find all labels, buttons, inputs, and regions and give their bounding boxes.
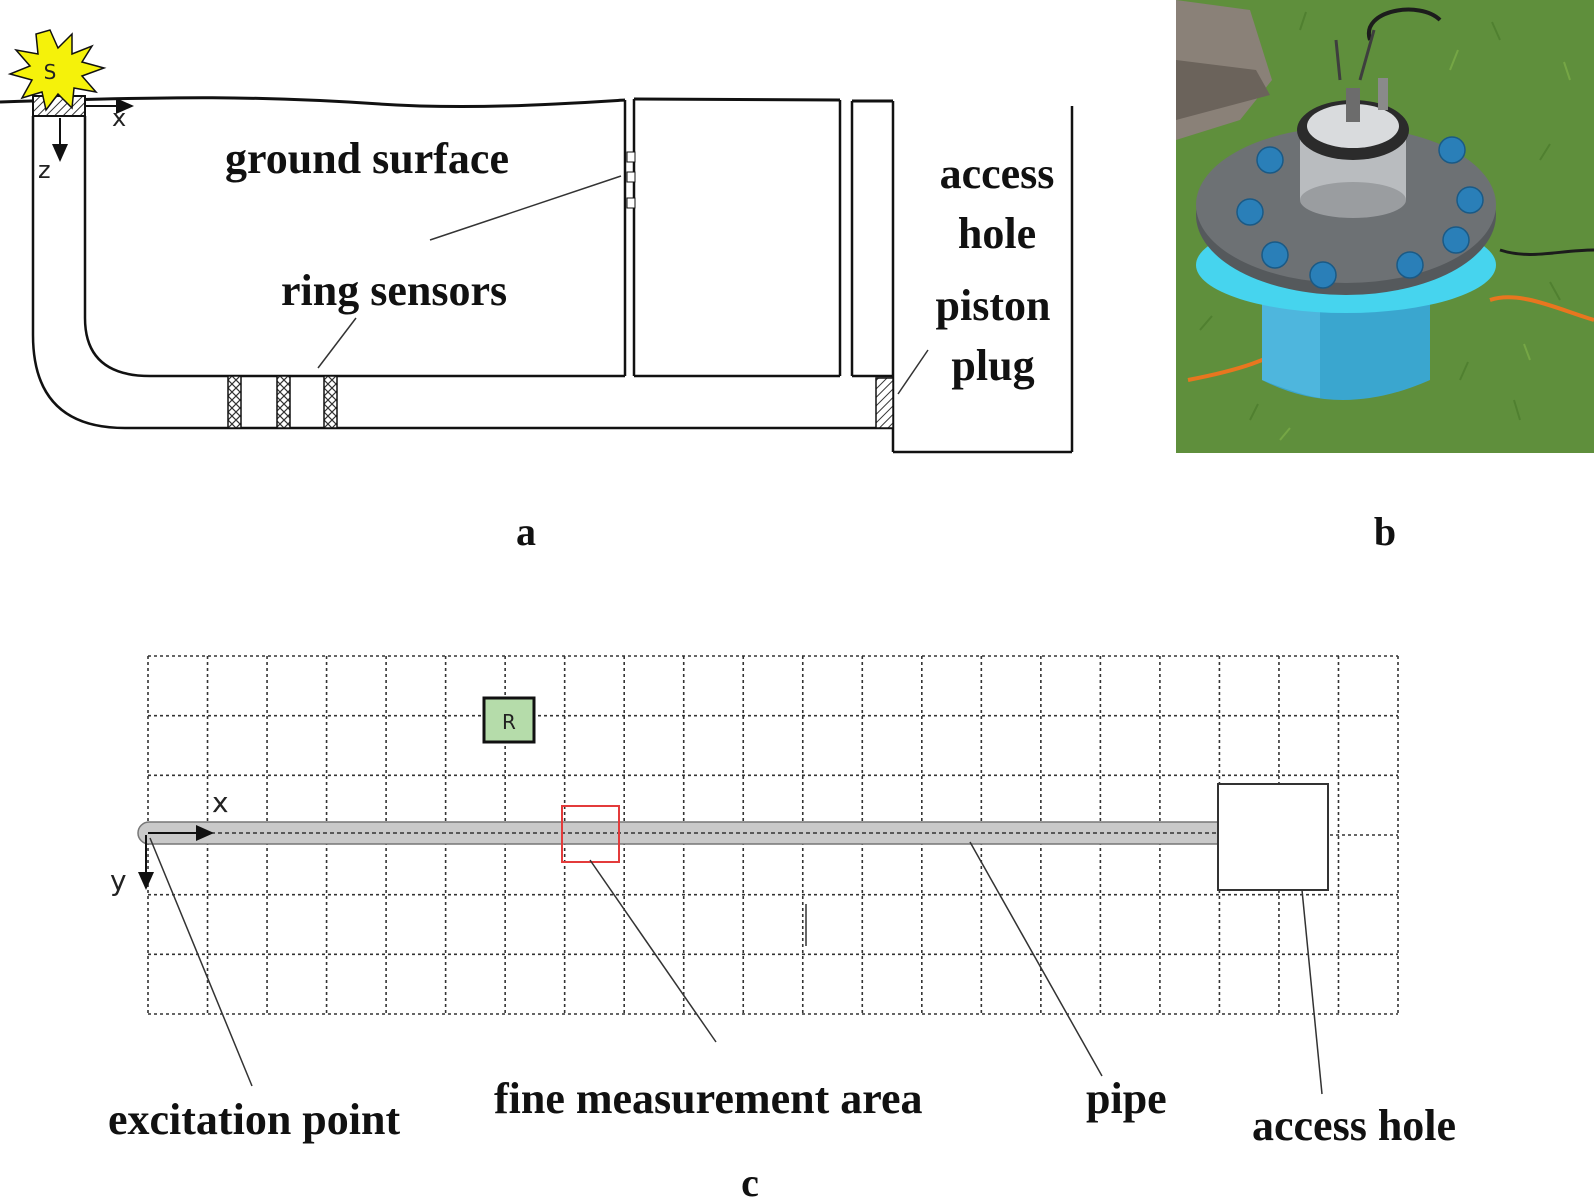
pipe-label: pipe [1086,1074,1167,1123]
axis-x-label-c: x [212,786,229,819]
divider-marker-2 [626,171,636,183]
leader-pipe [969,841,1103,1077]
ring-sensor-1 [227,375,242,429]
ring-sensor-2 [276,375,291,429]
leader-excitation-point [149,837,253,1087]
leader-ring-sensors [317,317,357,369]
source-block [32,95,86,117]
axis-y-label-c: y [110,864,127,897]
ring-sensors-label: ring sensors [281,266,507,315]
access-hole-box [1217,783,1329,891]
receiver-label: R [502,710,516,734]
piston-plug [875,377,894,429]
panel-b: b [1176,0,1594,554]
leader-fine-area [589,859,717,1043]
leader-piston-plug [897,349,929,395]
panel-c: R x y excitation point fine measurement … [108,655,1456,1203]
axis-x-label: x [112,104,126,132]
axis-z-label: z [38,156,51,184]
panel-b-letter: b [1374,509,1396,554]
burst-icon [7,29,107,112]
ground-surface-line-right [633,97,841,102]
divider-marker-3 [626,197,636,209]
receiver-box [482,696,536,744]
access-label-line2: hole [958,209,1036,258]
piston-label-line1: piston [936,281,1051,330]
piston-label-line2: plug [951,341,1034,390]
pipe-outer-wall [31,116,893,430]
fine-measurement-area-label: fine measurement area [494,1074,922,1123]
panel-c-letter: c [741,1160,759,1203]
panel-a: S x z ground su [0,29,1074,554]
divider-marker-1 [626,151,636,163]
source-label: S [44,60,57,84]
pipe-inner-wall [83,116,625,378]
pipe-sensor-photo-icon [1176,0,1594,453]
leader-access-hole [1301,889,1323,1095]
ground-surface-label: ground surface [225,134,509,183]
access-hole-label: access hole [1252,1101,1456,1150]
excitation-point-label: excitation point [108,1095,400,1144]
leader-ground-to-ring [429,175,622,241]
access-label-line1: access [940,149,1055,198]
panel-a-letter: a [516,509,536,554]
ring-sensor-3 [323,375,338,429]
